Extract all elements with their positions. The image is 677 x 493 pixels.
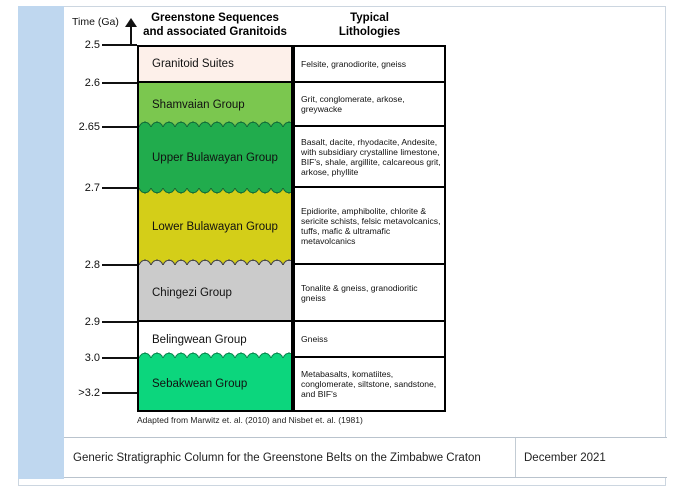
arrow-stem (130, 27, 132, 46)
header-line: and associated Granitoids (143, 26, 287, 38)
footer-bar: Generic Stratigraphic Column for the Gre… (64, 437, 667, 478)
tick-label-gt3p2: >3.2 (78, 387, 100, 399)
footer-title: Generic Stratigraphic Column for the Gre… (73, 451, 481, 464)
group-lower-bulawayan: Lower Bulawayan Group (139, 188, 291, 265)
group-granitoid-suites: Granitoid Suites (139, 47, 291, 83)
column-header-lithologies: Typical Lithologies (293, 11, 446, 39)
lithology-text: Tonalite & gneiss, granodioritic gneiss (301, 282, 418, 303)
lithology-belingwean: Gneiss (295, 322, 444, 358)
tick-label-3p0: 3.0 (84, 352, 100, 364)
tick-line (102, 187, 137, 189)
source-caption: Adapted from Marwitz et. al. (2010) and … (137, 415, 363, 425)
group-label: Belingwean Group (152, 334, 247, 346)
tick-line (102, 82, 137, 84)
tick-line (102, 126, 137, 128)
tick-label-2p5: 2.5 (84, 39, 100, 51)
group-label: Lower Bulawayan Group (152, 220, 278, 233)
lithology-granitoid-suites: Felsite, granodiorite, gneiss (295, 47, 444, 83)
header-line: Greenstone Sequences (151, 12, 279, 24)
tick-label-2p6: 2.6 (84, 77, 100, 89)
tick-line (102, 357, 137, 359)
header-line: Typical (350, 12, 389, 24)
wavy-contact-2p8 (139, 255, 291, 265)
tick-label-2p8: 2.8 (84, 259, 100, 271)
lithology-text: Epidiorite, amphibolite, chlorite & seri… (301, 205, 441, 246)
group-chingezi: Chingezi Group (139, 265, 291, 322)
tick-line (102, 392, 137, 394)
lithology-chingezi: Tonalite & gneiss, granodioritic gneiss (295, 265, 444, 322)
lithology-text: Metabasalts, komatiites, conglomerate, s… (301, 369, 437, 399)
lithology-text: Grit, conglomerate, arkose, greywacke (301, 94, 405, 114)
lithology-shamvaian: Grit, conglomerate, arkose, greywacke (295, 83, 444, 127)
wavy-contact-3p0 (139, 348, 291, 358)
header-line: Lithologies (338, 26, 401, 38)
lithology-text: Gneiss (301, 334, 328, 344)
wavy-contact-2p7 (139, 188, 291, 198)
group-label: Upper Bulawayan Group (152, 151, 278, 164)
group-label: Sebakwean Group (152, 378, 248, 390)
lithology-column: Felsite, granodiorite, gneiss Grit, cong… (293, 45, 446, 412)
group-sebakwean: Sebakwean Group (139, 358, 291, 410)
column-header-sequences: Greenstone Sequences and associated Gran… (131, 11, 299, 39)
tick-label-2p65: 2.65 (78, 121, 100, 133)
footer-divider (515, 438, 516, 477)
tick-line (102, 264, 137, 266)
lithology-upper-bulawayan: Basalt, dacite, rhyodacite, Andesite, wi… (295, 127, 444, 188)
group-label: Granitoid Suites (152, 58, 234, 70)
footer-date: December 2021 (524, 451, 606, 464)
tick-line (102, 44, 137, 46)
group-upper-bulawayan: Upper Bulawayan Group (139, 127, 291, 188)
time-axis-label: Time (Ga) (72, 16, 119, 28)
group-column: Granitoid Suites Shamvaian Group Upper B… (137, 45, 293, 412)
arrow-head-icon (125, 18, 137, 27)
group-label: Shamvaian Group (152, 99, 245, 111)
tick-label-2p7: 2.7 (84, 182, 100, 194)
lithology-text: Felsite, granodiorite, gneiss (301, 59, 407, 69)
left-accent-bar (18, 6, 64, 479)
wavy-contact-2p65 (139, 117, 291, 127)
lithology-lower-bulawayan: Epidiorite, amphibolite, chlorite & seri… (295, 188, 444, 265)
lithology-sebakwean: Metabasalts, komatiites, conglomerate, s… (295, 358, 444, 410)
tick-label-2p9: 2.9 (84, 316, 100, 328)
tick-line (102, 321, 137, 323)
group-label: Chingezi Group (152, 286, 232, 299)
lithology-text: Basalt, dacite, rhyodacite, Andesite, wi… (301, 136, 441, 177)
